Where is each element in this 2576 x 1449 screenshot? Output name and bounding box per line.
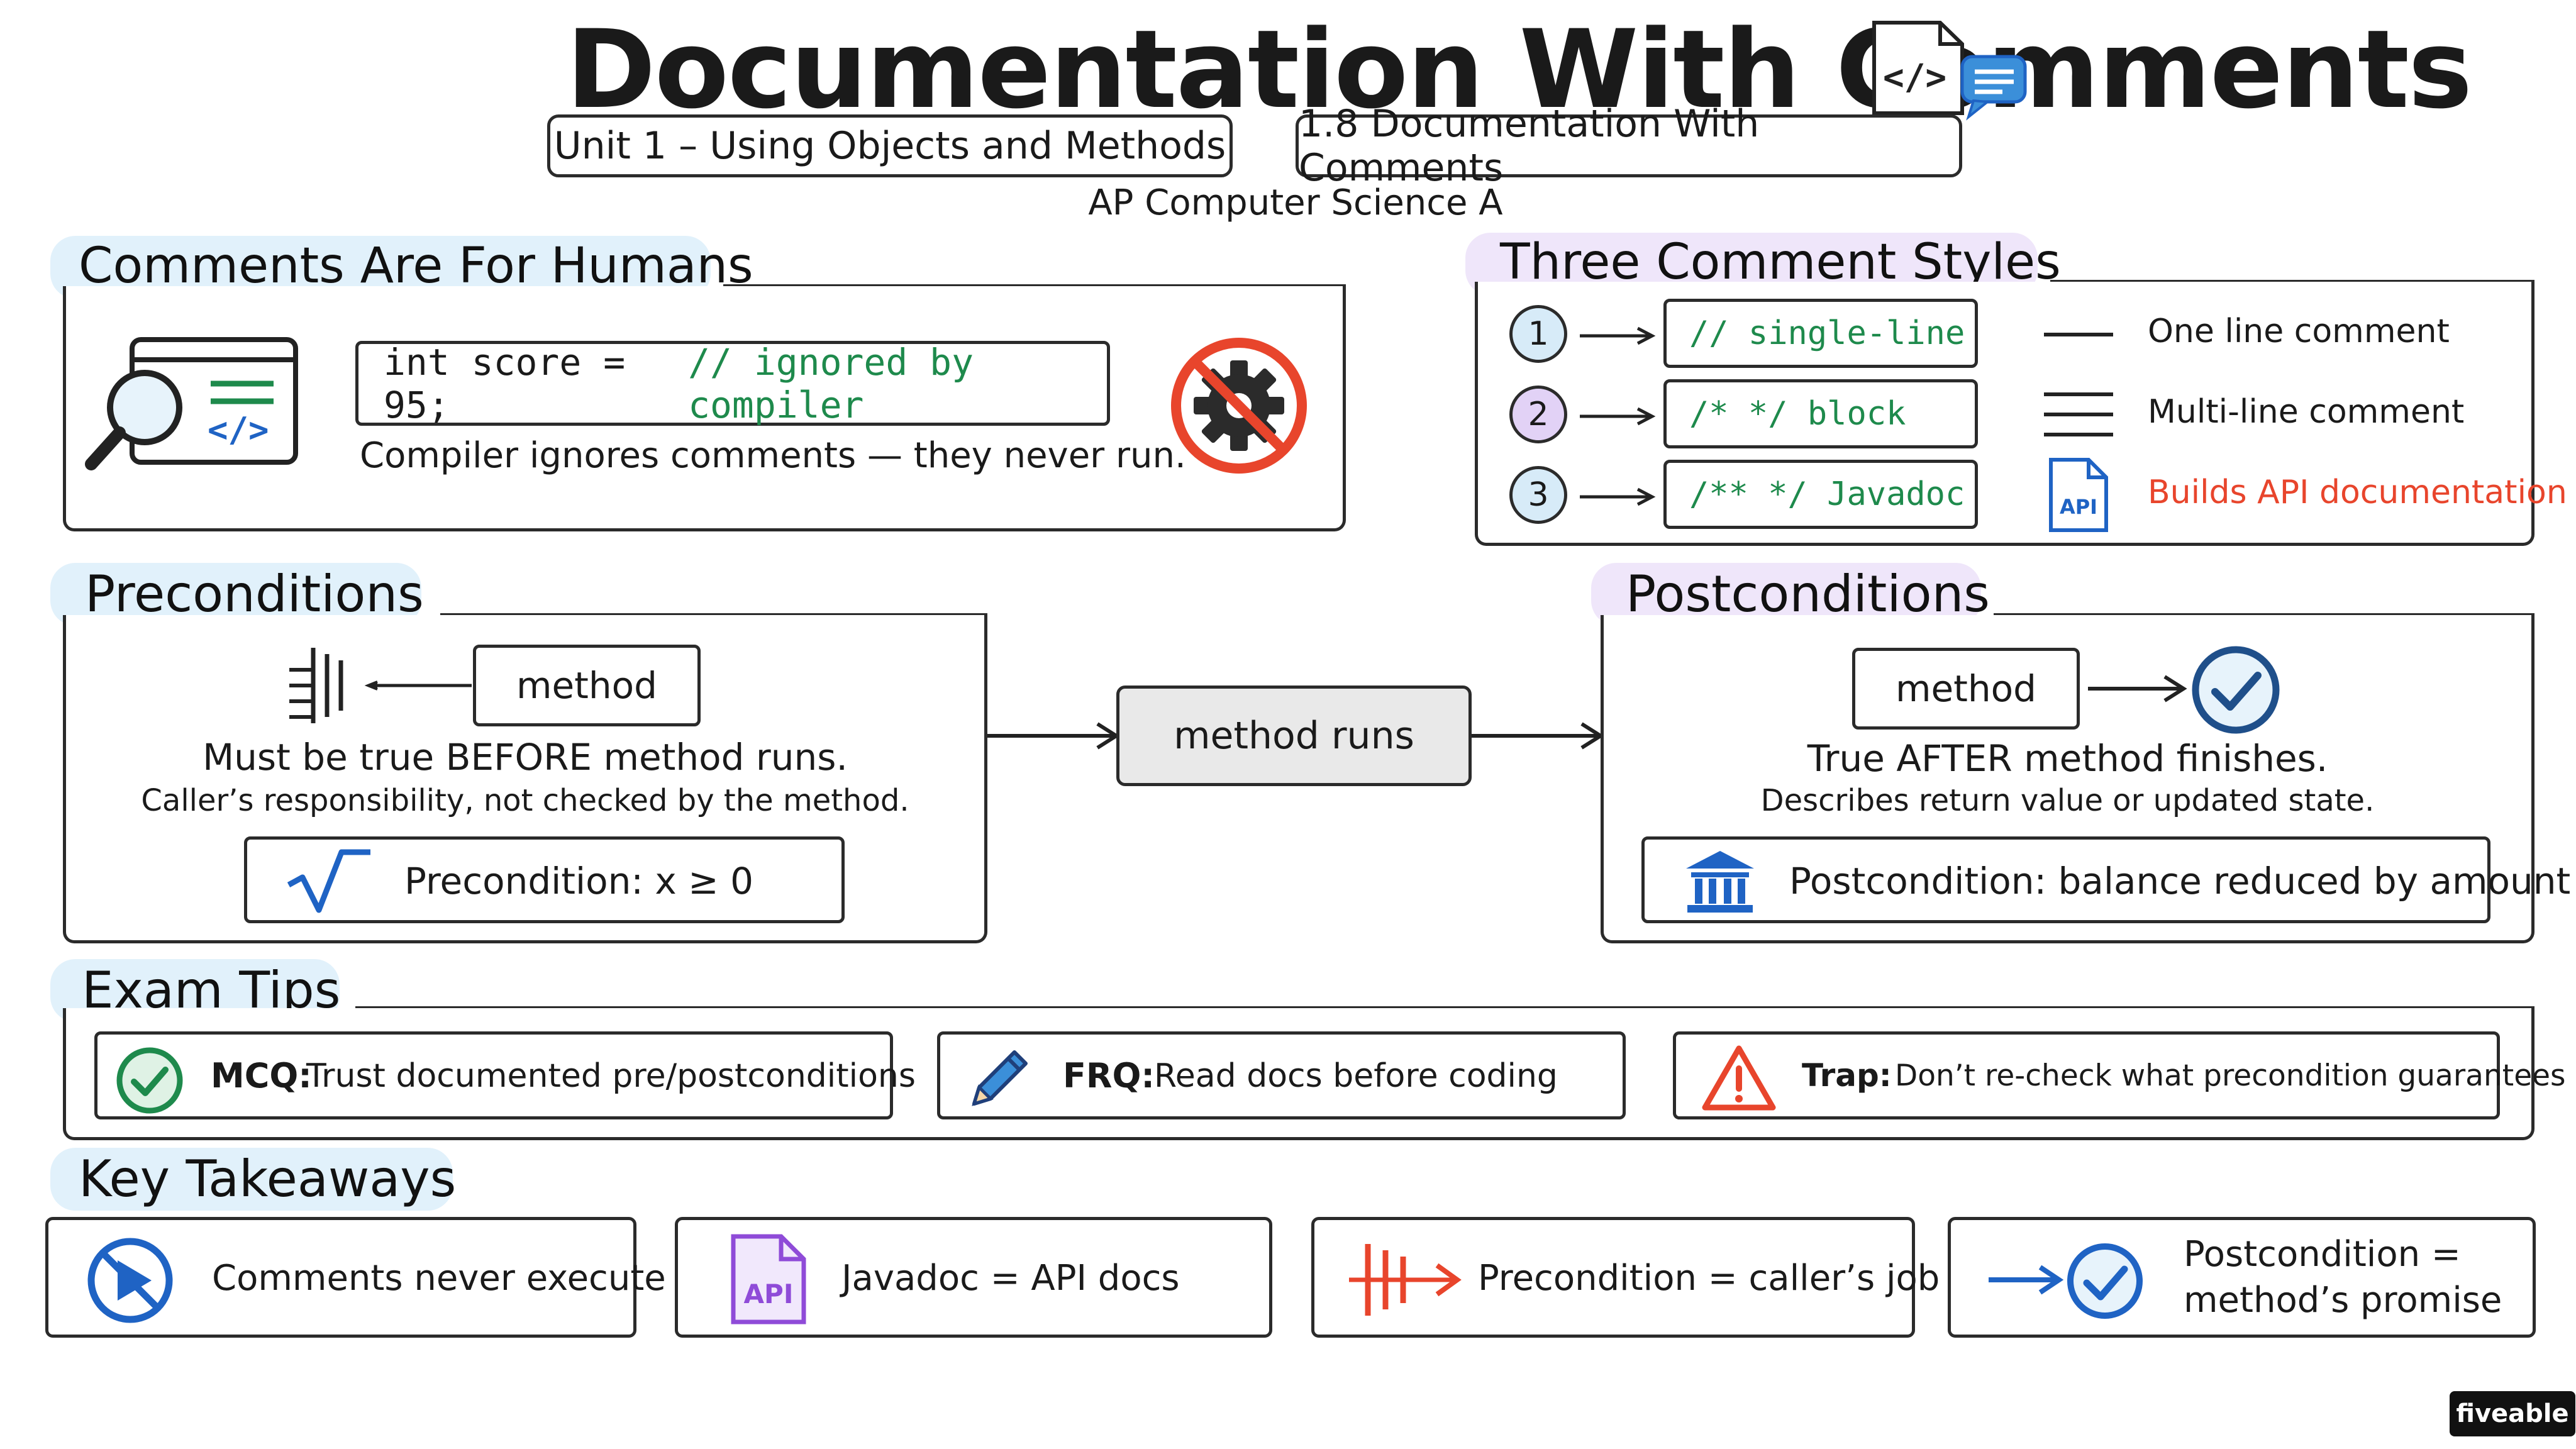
pre-method-box: method (473, 645, 701, 726)
checkmark-icon (2192, 646, 2280, 734)
page-title: Documentation With Comments (566, 6, 2472, 133)
step-number-badge: 3 (1509, 466, 1567, 524)
code-document-icon: </> (1872, 21, 2027, 121)
step-number: 3 (1528, 476, 1549, 514)
code-comment: // ignored by compiler (688, 340, 974, 426)
tip-text: Trust documented pre/postconditions (306, 1057, 916, 1095)
code-example-box: int score = 95; // ignored by compiler (355, 341, 1110, 426)
styles-panel (1475, 282, 2534, 546)
bank-icon (1686, 851, 1754, 913)
post-line1: True AFTER method finishes. (1807, 737, 2328, 780)
pre-example-label: Precondition: x ≥ 0 (404, 860, 754, 902)
post-section-title: Postconditions (1626, 565, 1990, 623)
step-number: 1 (1528, 315, 1549, 353)
post-method-label: method (1896, 667, 2036, 710)
step-number: 2 (1528, 396, 1549, 433)
course-name: AP Computer Science A (1088, 182, 1503, 223)
flow-arrow-out (1472, 722, 1604, 750)
tip-card-trap: Trap: Don’t re-check what precondition g… (1673, 1031, 2566, 1119)
topic-badge: 1.8 Documentation With Comments (1296, 102, 1962, 190)
method-runs-label: method runs (1174, 714, 1414, 758)
syntax-box: /* */ block (1663, 379, 1978, 448)
style-row-block: 2 /* */ block Multi-line comment (1509, 379, 2528, 448)
post-method-box: method (1852, 648, 2080, 730)
syntax-label: // single-line (1689, 314, 1965, 352)
syntax-box: /** */ Javadoc (1663, 460, 1978, 529)
pre-line1: Must be true BEFORE method runs. (203, 736, 848, 779)
tip-label: Trap: (1802, 1057, 1892, 1094)
takeaway-card: Postcondition = method’s promise (1948, 1217, 2536, 1338)
style-description: Multi-line comment (2148, 393, 2465, 431)
pre-example-box: Precondition: x ≥ 0 (244, 836, 845, 923)
api-label: API (2060, 495, 2097, 519)
takeaways-section-title: Key Takeaways (79, 1150, 457, 1208)
code-inspect-icon: </> (85, 337, 298, 470)
comments-section-title: Comments Are For Humans (79, 238, 753, 294)
tip-label: FRQ: (1063, 1056, 1155, 1096)
takeaway-text: Precondition = caller’s job (1478, 1258, 1940, 1299)
arrow-icon (1580, 326, 1656, 345)
comments-caption: Compiler ignores comments — they never r… (360, 435, 1186, 476)
arrow-icon (1580, 407, 1656, 426)
unit-badge-label: Unit 1 – Using Objects and Methods (553, 124, 1226, 168)
takeaway-card: API Javadoc = API docs (675, 1217, 1272, 1338)
no-execution-icon (1171, 338, 1307, 474)
style-row-single: 1 // single-line One line comment (1509, 299, 2528, 368)
syntax-box: // single-line (1663, 299, 1978, 368)
unit-badge: Unit 1 – Using Objects and Methods (547, 114, 1233, 177)
step-number-badge: 1 (1509, 305, 1567, 363)
svg-text:</>: </> (208, 410, 269, 450)
no-play-icon (87, 1238, 173, 1323)
tip-card-frq: FRQ: Read docs before coding (937, 1031, 1626, 1119)
pre-section-title: Preconditions (85, 565, 424, 623)
pre-line2: Caller’s responsibility, not checked by … (141, 783, 909, 818)
warning-icon (1702, 1045, 1776, 1111)
style-description: One line comment (2148, 313, 2450, 350)
takeaway-text-line2: method’s promise (2184, 1280, 2502, 1321)
arrow-icon (1989, 1265, 2064, 1295)
square-root-icon (287, 849, 370, 913)
syntax-label: /** */ Javadoc (1689, 475, 1965, 513)
fiveable-logo: fiveable (2450, 1391, 2575, 1436)
post-example-box: Postcondition: balance reduced by amount (1641, 836, 2570, 923)
style-row-javadoc: 3 /** */ Javadoc API Builds API document… (1509, 458, 2567, 532)
method-runs-box: method runs (1116, 686, 1472, 786)
checkmark-icon (2067, 1243, 2143, 1319)
tip-text: Read docs before coding (1154, 1057, 1558, 1095)
tip-card-mcq: MCQ: Trust documented pre/postconditions (94, 1031, 916, 1119)
syntax-label: /* */ block (1689, 395, 1906, 433)
tip-label: MCQ: (211, 1056, 312, 1096)
pencil-icon (972, 1050, 1028, 1106)
arrow-icon (2088, 675, 2187, 702)
step-number-badge: 2 (1509, 386, 1567, 443)
pre-method-label: method (516, 664, 657, 707)
barrier-arrow-icon (1349, 1244, 1462, 1316)
post-example-label: Postcondition: balance reduced by amount (1789, 860, 2571, 902)
check-circle-icon (116, 1047, 183, 1114)
takeaway-card: Comments never execute (45, 1217, 666, 1338)
code-statement: int score = 95; (384, 340, 626, 426)
topic-badge-label: 1.8 Documentation With Comments (1299, 102, 1760, 190)
single-line-icon (2044, 333, 2113, 336)
style-description: Builds API documentation (2148, 474, 2567, 511)
flow-arrow-in (987, 722, 1120, 750)
takeaway-text-line1: Postcondition = (2184, 1234, 2461, 1275)
brand-label: fiveable (2456, 1399, 2569, 1428)
barrier-icon (289, 648, 472, 723)
takeaway-card: Precondition = caller’s job (1311, 1217, 1940, 1338)
post-line2: Describes return value or updated state. (1760, 783, 2375, 818)
tip-text: Don’t re-check what precondition guarant… (1895, 1058, 2566, 1093)
multi-line-icon (2044, 392, 2113, 436)
api-document-icon: API (2049, 458, 2108, 532)
takeaway-text: Javadoc = API docs (841, 1258, 1180, 1299)
styles-section-title: Three Comment Styles (1500, 234, 2061, 291)
svg-text:</>: </> (1883, 57, 1946, 98)
arrow-icon (1580, 487, 1656, 506)
api-document-icon: API (731, 1234, 806, 1324)
api-label: API (744, 1279, 794, 1309)
takeaway-text: Comments never execute (212, 1258, 666, 1299)
